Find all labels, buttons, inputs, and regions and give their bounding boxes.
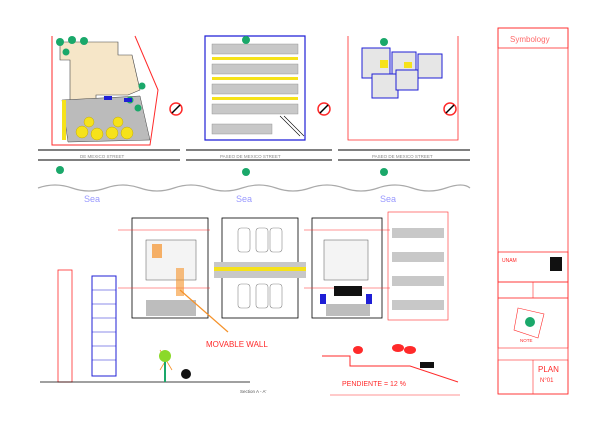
parking-floor-plan xyxy=(204,35,331,141)
site-plan xyxy=(51,35,183,146)
tower-elevation xyxy=(40,269,250,383)
sea-label-2: Sea xyxy=(236,194,252,204)
apartment-plan-b xyxy=(304,217,390,319)
slope-label: PENDIENTE = 12 % xyxy=(342,381,406,388)
section-label: Section A - A' xyxy=(240,389,267,394)
upper-floor-plan xyxy=(347,36,459,141)
title-block: Symbology UNAM NOTE PLAN N°01 xyxy=(497,27,569,395)
sea-label-1: Sea xyxy=(84,194,100,204)
sea-label-3: Sea xyxy=(380,194,396,204)
street-label-2: PASEO DE MEXICO STREET xyxy=(220,154,281,159)
apartment-plan-a: MOVABLE WALL xyxy=(118,217,268,349)
legend-title: Symbology xyxy=(510,35,550,44)
school-label: UNAM xyxy=(502,258,517,264)
building-elevation xyxy=(387,211,449,321)
street-label-1: DE MEXICO STREET xyxy=(80,154,125,159)
ramp-section: PENDIENTE = 12 % xyxy=(322,344,460,396)
movable-wall-label: MOVABLE WALL xyxy=(206,340,268,349)
notes-label: NOTE xyxy=(520,338,533,343)
sheet-number: N°01 xyxy=(540,378,554,384)
parking-plan xyxy=(214,217,306,319)
streets: DE MEXICO STREET PASEO DE MEXICO STREET … xyxy=(38,149,470,176)
plan-title: PLAN xyxy=(538,365,559,374)
sea: Sea Sea Sea xyxy=(37,184,471,204)
street-label-3: PASEO DE MEXICO STREET xyxy=(372,154,433,159)
